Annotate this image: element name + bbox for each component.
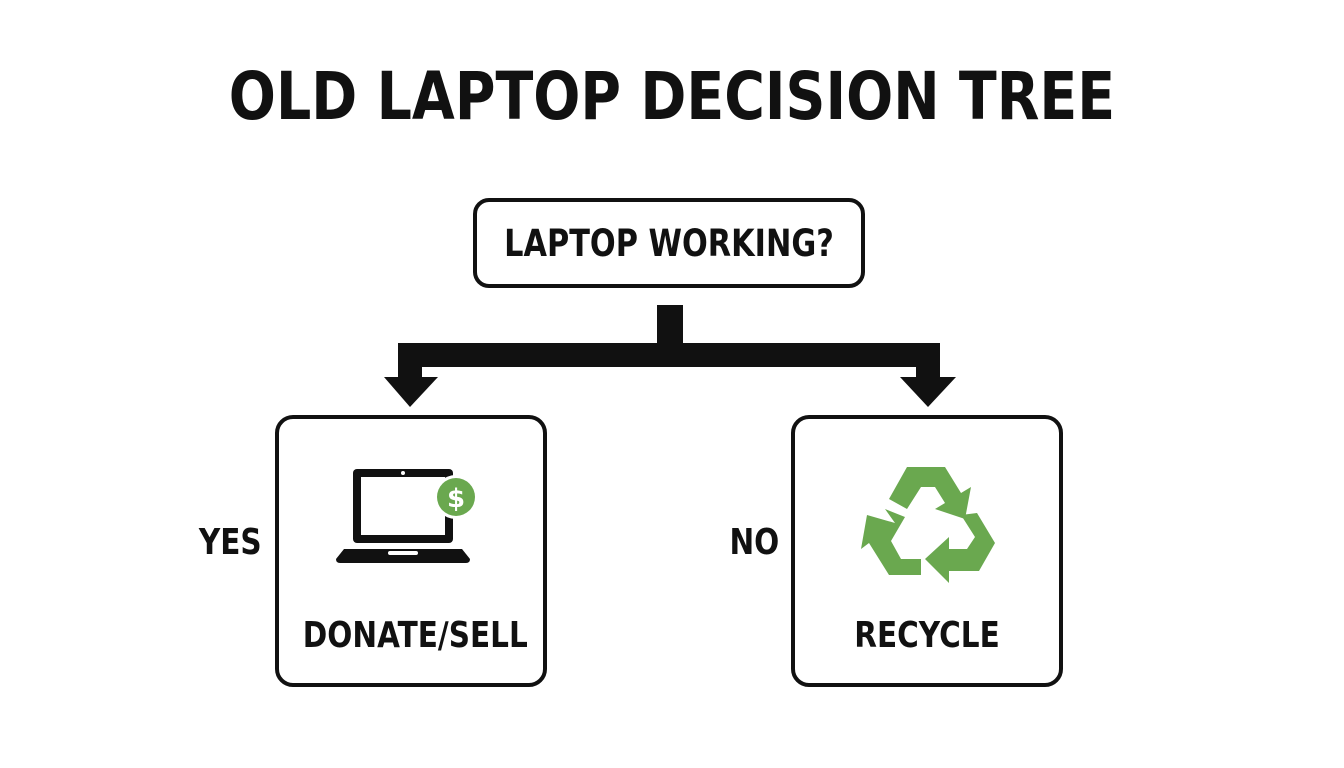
outcome-donate-sell-label: DONATE/SELL — [302, 615, 528, 656]
laptop-dollar-icon: $ — [336, 469, 478, 563]
arrow-no-head — [900, 377, 956, 407]
diagram-title: OLD LAPTOP DECISION TREE — [228, 58, 1116, 135]
arrow-yes-head — [384, 377, 438, 407]
question-text: LAPTOP WORKING? — [504, 221, 834, 265]
outcome-recycle: RECYCLE — [791, 415, 1063, 687]
connector-right-leg — [916, 343, 940, 381]
outcome-donate-sell: $ DONATE/SELL — [275, 415, 547, 687]
branch-yes-label: YES — [198, 522, 262, 563]
svg-text:$: $ — [447, 484, 465, 514]
outcome-recycle-label: RECYCLE — [854, 615, 1000, 656]
connector-stem — [657, 305, 683, 345]
question-node: LAPTOP WORKING? — [473, 198, 865, 288]
branch-no-label: NO — [729, 522, 780, 563]
recycle-icon — [861, 467, 995, 583]
connector-left-leg — [398, 343, 422, 381]
connector-bar — [398, 343, 940, 367]
